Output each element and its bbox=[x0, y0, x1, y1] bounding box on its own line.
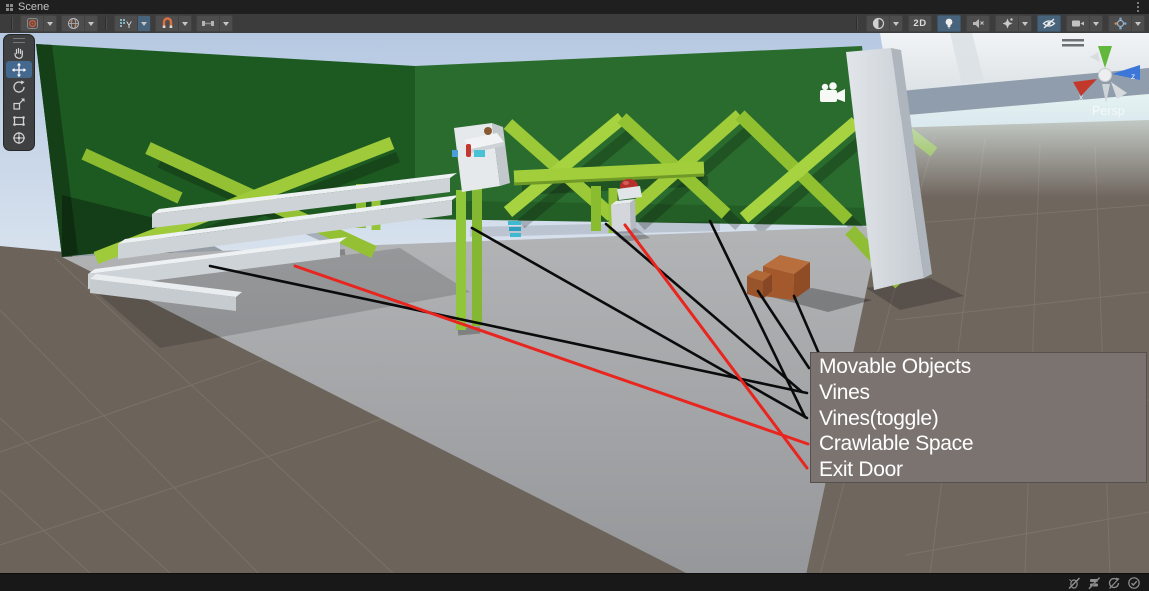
tools-overlay bbox=[3, 34, 35, 151]
separator bbox=[105, 17, 107, 30]
render-doodads-button[interactable] bbox=[866, 15, 890, 32]
gizmo-x-axis[interactable] bbox=[1073, 79, 1097, 96]
knob[interactable] bbox=[484, 127, 492, 135]
scene-viewport[interactable]: y x z Persp bbox=[0, 33, 1149, 573]
tool-handle-button[interactable] bbox=[196, 15, 220, 32]
snap-magnet-button[interactable] bbox=[155, 15, 179, 32]
grid-dropdown[interactable] bbox=[138, 15, 151, 32]
view-hand-tool[interactable] bbox=[6, 44, 32, 61]
annotation-lines bbox=[208, 219, 822, 470]
scene-tab[interactable]: Scene bbox=[18, 1, 50, 13]
annotation-legend: Movable Objects Vines Vines(toggle) Craw… bbox=[810, 352, 1147, 483]
crawlable-beams[interactable] bbox=[88, 173, 459, 311]
shading-globe-button[interactable] bbox=[61, 15, 85, 32]
snap-dropdown[interactable] bbox=[179, 15, 192, 32]
check-circle-icon[interactable] bbox=[1127, 576, 1141, 590]
gizmo-y-label: y bbox=[1099, 40, 1103, 49]
legend-item-movable-objects: Movable Objects bbox=[819, 355, 971, 378]
effects-button[interactable] bbox=[995, 15, 1019, 32]
vine-toggle-posts[interactable] bbox=[456, 188, 482, 330]
legend-item-crawlable-space: Crawlable Space bbox=[819, 432, 974, 456]
gizmo-y-axis[interactable] bbox=[1098, 46, 1112, 68]
small-white-box[interactable] bbox=[611, 199, 636, 232]
scene-visibility-button[interactable] bbox=[1037, 15, 1061, 32]
legend-item-exit-door: Exit Door bbox=[819, 458, 903, 482]
svg-text:Y: Y bbox=[126, 20, 132, 30]
tool-handle-dropdown[interactable] bbox=[220, 15, 233, 32]
camera-dropdown[interactable] bbox=[1090, 15, 1103, 32]
scene-gizmo[interactable]: y x z Persp bbox=[1062, 39, 1140, 118]
gizmos-dropdown[interactable] bbox=[1132, 15, 1145, 32]
2d-label: 2D bbox=[913, 18, 927, 29]
cyan-block[interactable] bbox=[474, 150, 485, 157]
camera-gizmo-icon[interactable] bbox=[820, 82, 845, 102]
gizmo-z-label: z bbox=[1131, 71, 1135, 81]
separator bbox=[856, 17, 858, 30]
movable-crates[interactable] bbox=[747, 255, 810, 300]
shading-dropdown[interactable] bbox=[85, 15, 98, 32]
overlay-handle[interactable] bbox=[1062, 39, 1084, 42]
ceiling-slab[interactable] bbox=[880, 33, 1149, 116]
legend-item-vines-toggle: Vines(toggle) bbox=[819, 406, 939, 430]
toggle-button[interactable] bbox=[617, 179, 642, 200]
overlay-drag-handle[interactable] bbox=[13, 38, 25, 43]
rotate-tool[interactable] bbox=[6, 78, 32, 95]
floor[interactable] bbox=[62, 226, 880, 573]
lighting-toggle-button[interactable] bbox=[937, 15, 961, 32]
2d-toggle-button[interactable]: 2D bbox=[908, 15, 932, 32]
projection-label[interactable]: Persp bbox=[1092, 104, 1125, 118]
separator bbox=[11, 17, 13, 30]
scene-toolbar: Y bbox=[0, 14, 1149, 34]
grid-axis-y-button[interactable]: Y bbox=[114, 15, 138, 32]
gizmo-z-axis[interactable] bbox=[1112, 65, 1140, 80]
audio-mute-button[interactable] bbox=[966, 15, 990, 32]
bug-disabled-icon[interactable] bbox=[1067, 576, 1081, 590]
scene-tab-bar: Scene bbox=[0, 0, 1149, 14]
gizmo-x-label: x bbox=[1079, 92, 1084, 102]
move-tool[interactable] bbox=[6, 61, 32, 78]
transform-tool[interactable] bbox=[6, 129, 32, 146]
camera-preview-button[interactable] bbox=[1066, 15, 1090, 32]
blue-block[interactable] bbox=[452, 150, 458, 157]
rect-transform-tool[interactable] bbox=[6, 112, 32, 129]
exit-door-panel[interactable] bbox=[452, 123, 521, 237]
legend-item-vines: Vines bbox=[819, 380, 870, 404]
ground-left[interactable] bbox=[0, 246, 692, 573]
gizmos-sphere-button[interactable] bbox=[1108, 15, 1132, 32]
cache-disabled-icon[interactable] bbox=[1087, 576, 1101, 590]
refresh-disabled-icon[interactable] bbox=[1107, 576, 1121, 590]
red-lever[interactable] bbox=[466, 144, 471, 157]
effects-dropdown[interactable] bbox=[1019, 15, 1032, 32]
render-doodads-dropdown[interactable] bbox=[890, 15, 903, 32]
kebab-menu-icon[interactable] bbox=[1137, 2, 1139, 12]
vines-right-cluster[interactable] bbox=[503, 110, 861, 225]
status-bar bbox=[0, 573, 1149, 591]
white-column[interactable] bbox=[846, 48, 932, 290]
tab-grid-icon bbox=[6, 3, 13, 11]
draw-mode-dropdown[interactable] bbox=[44, 15, 57, 32]
draw-mode-button[interactable] bbox=[20, 15, 44, 32]
scale-tool[interactable] bbox=[6, 95, 32, 112]
